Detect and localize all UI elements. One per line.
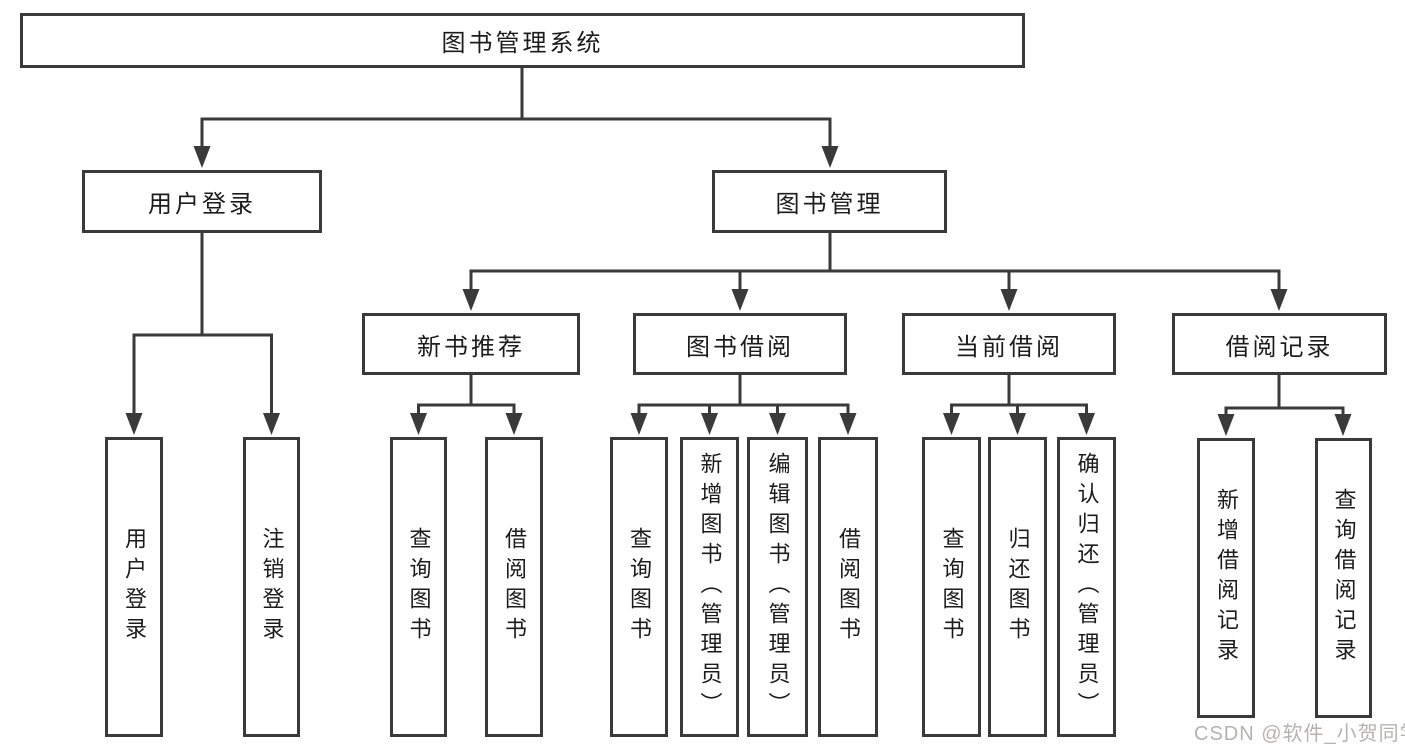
node-label: 图书管理系统 bbox=[441, 30, 604, 57]
node-leaf-query-books-current: 查询图书 bbox=[922, 437, 981, 737]
node-leaf-borrow-books-borrowing: 借阅图书 bbox=[818, 437, 878, 737]
node-label: 查询图书 bbox=[939, 527, 965, 647]
node-label: 查询图书 bbox=[627, 527, 652, 647]
csdn-watermark: CSDN @软件_小贺同学 bbox=[1194, 723, 1405, 745]
node-leaf-query-books-borrowing: 查询图书 bbox=[610, 437, 668, 737]
node-leaf-query-borrow-record: 查询借阅记录 bbox=[1315, 438, 1372, 718]
node-leaf-add-books-admin: 新增图书（管理员） bbox=[680, 437, 739, 737]
node-label: 确认归还（管理员） bbox=[1074, 452, 1100, 722]
node-label: 借阅图书 bbox=[502, 527, 527, 647]
node-label: 图书管理 bbox=[775, 191, 884, 218]
node-label: 用户登录 bbox=[122, 527, 147, 647]
node-label: 查询图书 bbox=[406, 527, 432, 647]
node-label: 查询借阅记录 bbox=[1331, 488, 1357, 668]
node-label: 新增图书（管理员） bbox=[697, 452, 723, 722]
node-label: 新书推荐 bbox=[417, 333, 525, 361]
node-label: 编辑图书（管理员） bbox=[765, 452, 791, 722]
node-leaf-return-books: 归还图书 bbox=[988, 437, 1047, 737]
node-leaf-borrow-books-recommend: 借阅图书 bbox=[485, 437, 543, 737]
node-label: 当前借阅 bbox=[955, 333, 1063, 361]
node-label: 归还图书 bbox=[1005, 527, 1031, 647]
node-label: 借阅图书 bbox=[836, 527, 861, 647]
node-label: 用户登录 bbox=[148, 191, 256, 218]
node-library-management-system: 图书管理系统 bbox=[20, 13, 1025, 68]
node-current-borrowing: 当前借阅 bbox=[902, 313, 1116, 375]
node-leaf-add-borrow-record: 新增借阅记录 bbox=[1197, 438, 1255, 718]
node-book-management: 图书管理 bbox=[712, 170, 947, 233]
node-borrowing-records: 借阅记录 bbox=[1172, 313, 1387, 375]
node-leaf-confirm-return-admin: 确认归还（管理员） bbox=[1057, 437, 1116, 737]
node-label: 注销登录 bbox=[259, 527, 285, 647]
node-user-login: 用户登录 bbox=[82, 170, 322, 233]
node-leaf-query-books-recommend: 查询图书 bbox=[390, 437, 447, 737]
node-leaf-logout: 注销登录 bbox=[243, 437, 300, 737]
node-label: 借阅记录 bbox=[1225, 333, 1334, 361]
node-book-borrowing: 图书借阅 bbox=[633, 313, 847, 375]
node-label: 图书借阅 bbox=[686, 333, 794, 361]
node-leaf-edit-books-admin: 编辑图书（管理员） bbox=[747, 437, 808, 737]
node-new-book-recommend: 新书推荐 bbox=[362, 313, 580, 375]
node-leaf-user-login: 用户登录 bbox=[105, 437, 163, 737]
node-label: 新增借阅记录 bbox=[1214, 488, 1239, 668]
